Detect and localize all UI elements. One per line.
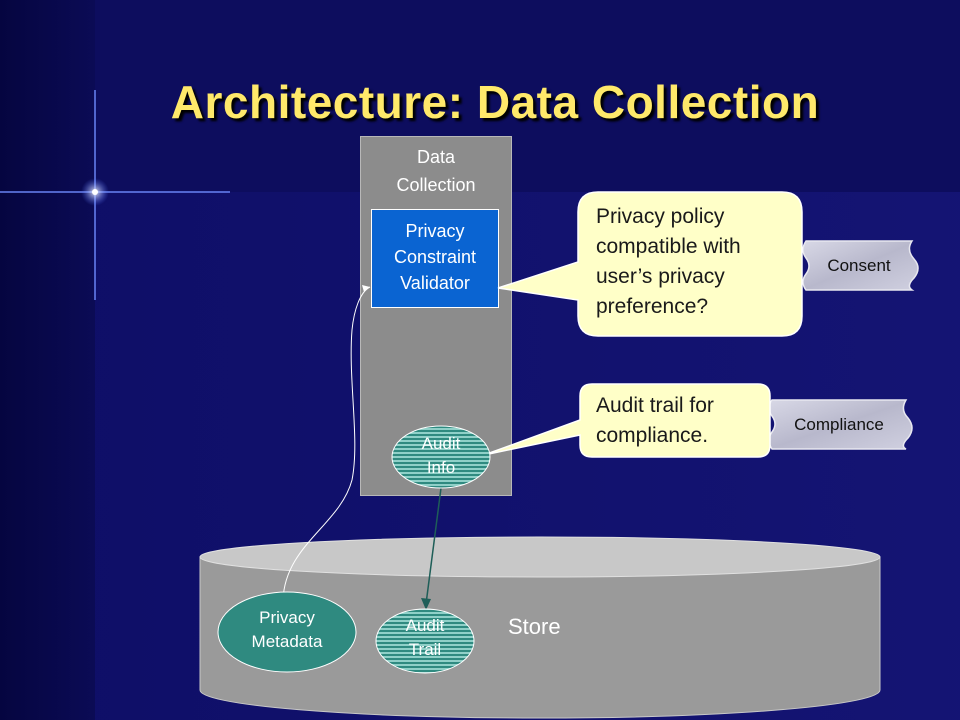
validator-line2: Constraint [393, 247, 477, 267]
callout-policy-line1: Privacy policy [596, 205, 725, 228]
data-collection-label-line1: Data [416, 147, 456, 167]
privacy-metadata-label: Privacy Metadata [218, 606, 356, 654]
page-title: Architecture: Data Collection [170, 75, 820, 128]
callout-audit-line2: compliance. [596, 424, 709, 447]
callout-policy-line4: preference? [596, 295, 709, 318]
consent-tag [802, 240, 919, 291]
audit-trail-line1: Audit [405, 616, 445, 635]
privacy-metadata-line2: Metadata [251, 632, 323, 651]
audit-trail-oval [375, 608, 475, 674]
privacy-constraint-validator: Privacy Constraint Validator [371, 209, 499, 308]
store-cylinder [199, 536, 881, 719]
audit-info-line1: Audit [421, 434, 461, 453]
compliance-label: Compliance [794, 415, 884, 434]
metadata-to-validator-arrow [282, 286, 371, 601]
callout-policy-line2: compatible with [596, 235, 741, 258]
compliance-tag [768, 399, 913, 450]
audit-trail-label: Audit Trail [376, 614, 474, 662]
callout-policy-bubble [497, 191, 803, 337]
callout-policy-text: Privacy policy compatible with user’s pr… [596, 202, 741, 322]
privacy-metadata-oval [217, 591, 357, 673]
validator-line3: Validator [400, 273, 470, 293]
audit-info-oval [391, 425, 491, 489]
audit-info-to-audit-trail-arrow [425, 487, 442, 605]
store-label: Store [508, 614, 561, 639]
callout-audit-line1: Audit trail for [596, 394, 714, 417]
callout-policy-line3: user’s privacy [596, 265, 725, 288]
consent-label: Consent [827, 256, 891, 275]
callout-audit-bubble [483, 383, 771, 458]
data-collection-label-line2: Collection [396, 175, 476, 195]
audit-info-line2: Info [426, 458, 456, 477]
validator-line1: Privacy [405, 221, 465, 241]
audit-trail-line2: Trail [408, 640, 442, 659]
privacy-metadata-line1: Privacy [259, 608, 315, 627]
audit-info-label: Audit Info [392, 432, 490, 480]
callout-audit-text: Audit trail for compliance. [596, 391, 714, 451]
data-collection-label: Data Collection [360, 143, 512, 199]
